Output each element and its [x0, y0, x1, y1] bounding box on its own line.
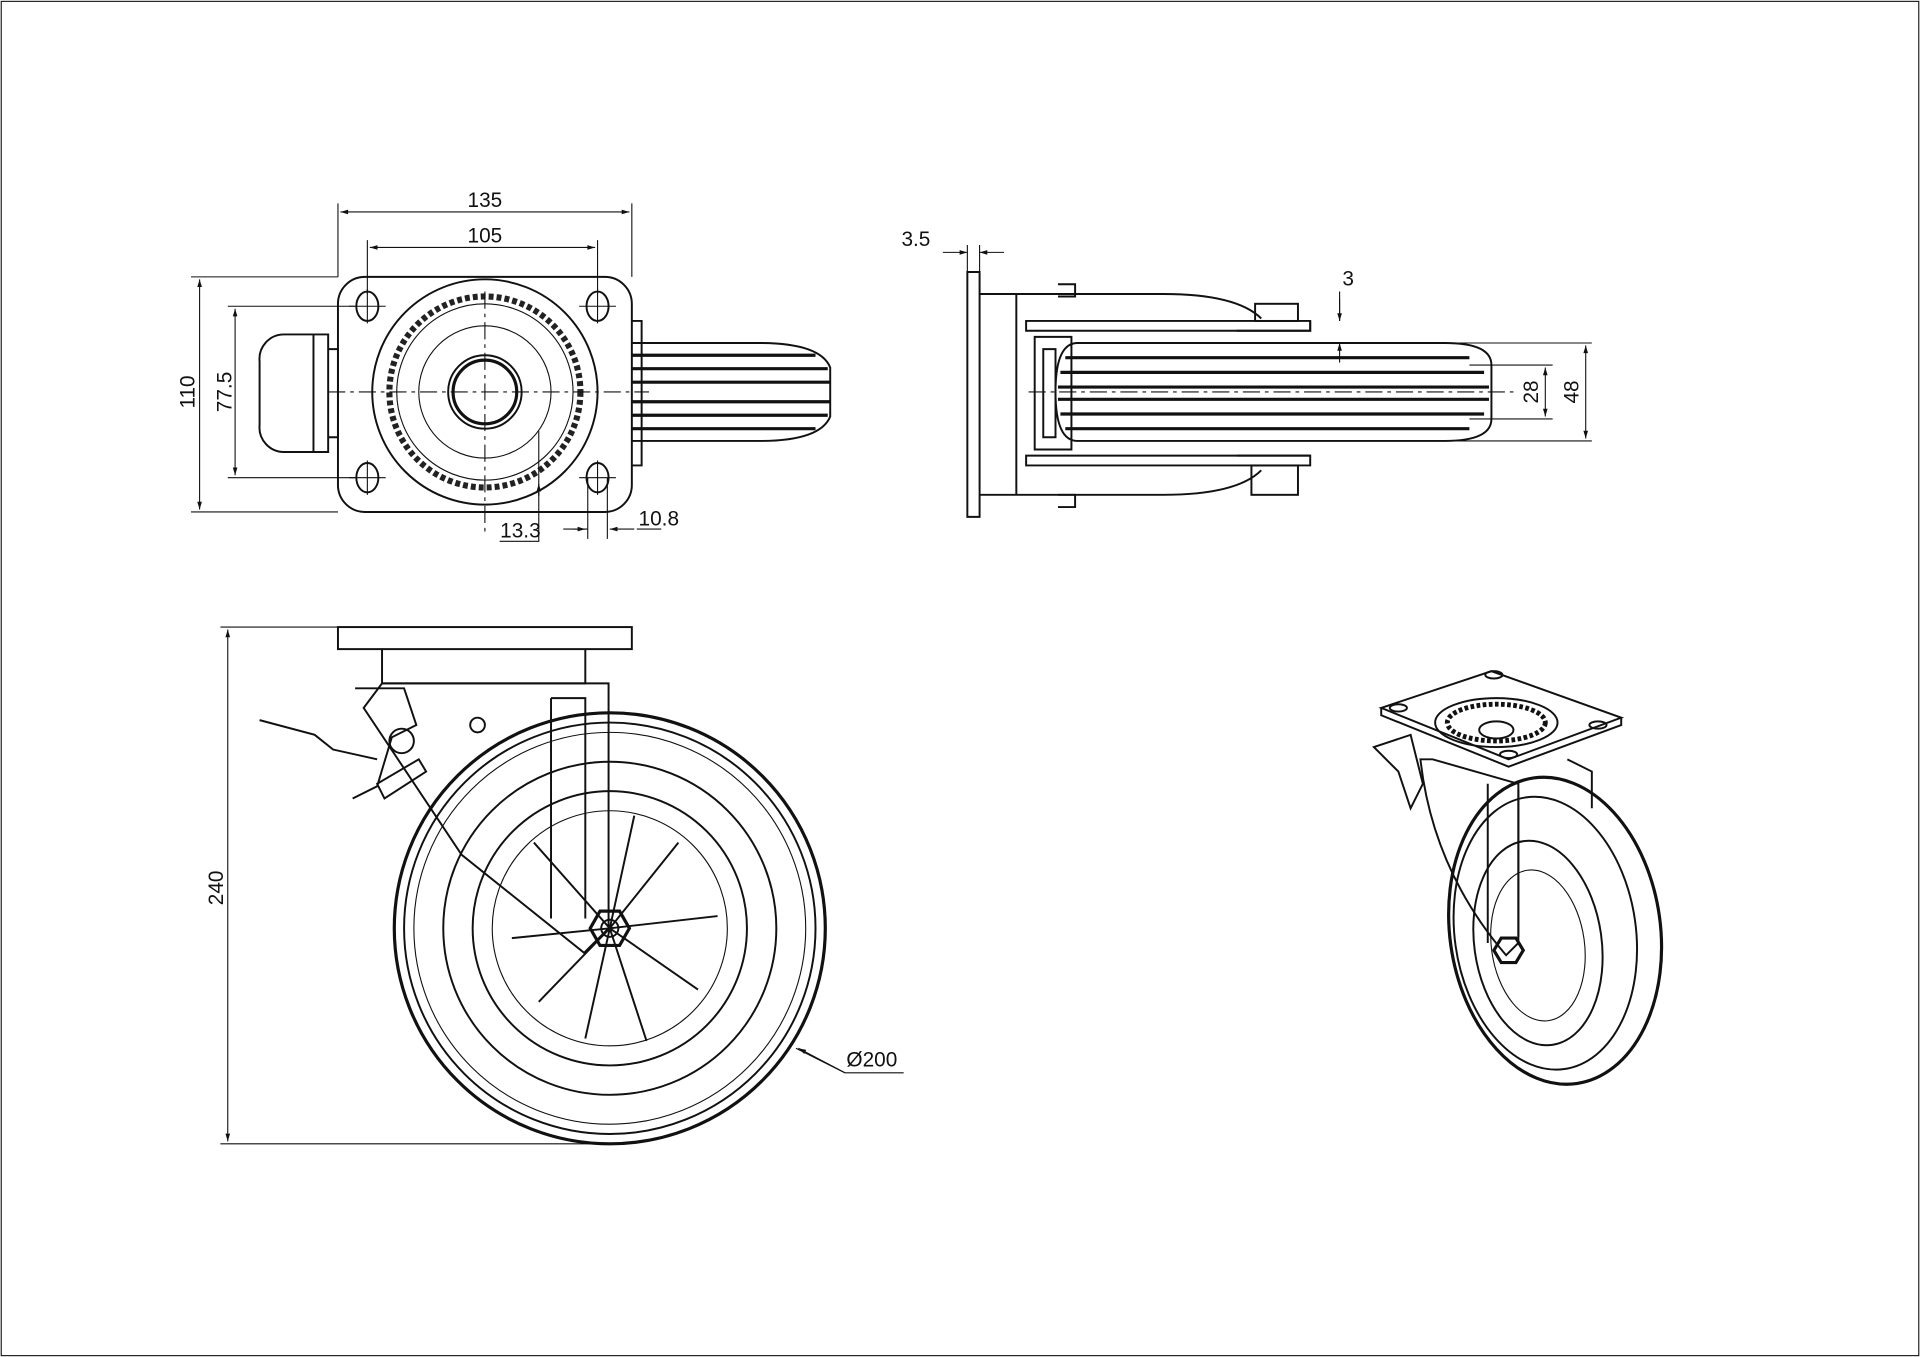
- iso-wheel: [1447, 775, 1664, 1086]
- dim-wheel-diameter: Ø200: [846, 1049, 897, 1072]
- fork: [362, 682, 610, 955]
- wheel-front: [392, 711, 827, 1146]
- dim-plate-thickness: 3.5: [901, 228, 930, 251]
- axle-nut-bottom: [1250, 464, 1299, 496]
- dim-overall-height: 110: [177, 375, 200, 408]
- side-view: 3.5 3 28 48: [901, 228, 1592, 518]
- iso-brake-lever: [1372, 733, 1424, 811]
- dim-overall-height: 240: [205, 871, 228, 906]
- dim-overall-width: 135: [468, 189, 503, 212]
- isometric-view: [1372, 670, 1664, 1086]
- dim-hole-spacing-y: 77.5: [213, 372, 236, 412]
- front-view: 240 Ø200: [205, 626, 904, 1146]
- brake-pedal: [258, 333, 339, 453]
- iso-fork: [1419, 758, 1520, 957]
- axle-nut: [588, 909, 632, 948]
- dim-wheel-width: 48: [1560, 380, 1583, 403]
- dim-hole-spacing-x: 105: [468, 225, 503, 248]
- dim-hole-size: 10.8: [639, 507, 679, 530]
- dim-offset: 13.3: [500, 520, 540, 543]
- axle-nut-top: [1254, 302, 1299, 322]
- top-view: 135 105 110 77.5 13.3 10.8: [177, 189, 832, 543]
- iso-axle-nut: [1492, 936, 1526, 965]
- wheel-top: [631, 319, 832, 467]
- brake-lever: [259, 687, 428, 800]
- plate-front: [336, 626, 633, 651]
- wheel-side: [1054, 342, 1493, 442]
- plate-side: [966, 270, 981, 518]
- dim-gap: 3: [1342, 267, 1354, 290]
- dim-tread-width: 28: [1520, 380, 1543, 403]
